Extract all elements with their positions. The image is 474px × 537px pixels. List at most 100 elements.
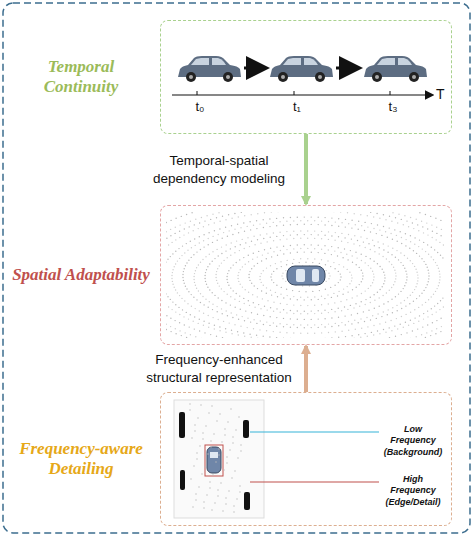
point bbox=[397, 222, 398, 223]
point bbox=[428, 270, 429, 271]
point bbox=[427, 244, 428, 245]
point bbox=[253, 328, 254, 329]
point bbox=[355, 252, 356, 253]
point bbox=[227, 236, 228, 237]
point bbox=[356, 287, 357, 288]
point bbox=[314, 313, 315, 314]
point bbox=[338, 282, 339, 283]
point bbox=[270, 316, 271, 317]
point bbox=[290, 318, 291, 319]
point bbox=[431, 330, 432, 331]
point bbox=[328, 273, 329, 274]
point bbox=[254, 307, 255, 308]
flow-arrow bbox=[304, 134, 308, 204]
point bbox=[292, 290, 293, 291]
point bbox=[226, 276, 227, 277]
point bbox=[351, 274, 352, 275]
point bbox=[199, 319, 200, 320]
point bbox=[392, 212, 393, 213]
point bbox=[188, 232, 189, 233]
point bbox=[179, 231, 180, 232]
point bbox=[238, 334, 239, 335]
point bbox=[166, 231, 167, 232]
point bbox=[261, 273, 262, 274]
point bbox=[198, 290, 199, 291]
point bbox=[363, 241, 364, 242]
point bbox=[331, 309, 332, 310]
point bbox=[393, 284, 394, 285]
point bbox=[259, 329, 260, 330]
point bbox=[307, 258, 308, 259]
point bbox=[374, 245, 375, 246]
point bbox=[238, 216, 239, 217]
point bbox=[263, 227, 264, 228]
point bbox=[361, 328, 362, 329]
point bbox=[206, 494, 207, 495]
ego-car-top bbox=[287, 266, 325, 285]
point bbox=[391, 287, 392, 288]
point bbox=[330, 266, 331, 267]
point bbox=[229, 449, 230, 450]
point bbox=[206, 284, 207, 285]
point bbox=[352, 255, 353, 256]
point bbox=[395, 272, 396, 273]
point bbox=[244, 215, 245, 216]
point bbox=[309, 285, 310, 286]
point bbox=[324, 245, 325, 246]
point bbox=[328, 278, 329, 279]
point bbox=[212, 261, 213, 262]
leader-line bbox=[250, 481, 379, 482]
point bbox=[410, 320, 411, 321]
point bbox=[208, 307, 209, 308]
point bbox=[428, 281, 429, 282]
point bbox=[286, 231, 287, 232]
point bbox=[321, 249, 322, 250]
point bbox=[293, 231, 294, 232]
point bbox=[276, 337, 277, 338]
point bbox=[338, 226, 339, 227]
point bbox=[372, 240, 373, 241]
point bbox=[293, 332, 294, 333]
point bbox=[368, 243, 369, 244]
point bbox=[425, 251, 426, 252]
point bbox=[267, 253, 268, 254]
point bbox=[211, 509, 212, 510]
point bbox=[340, 276, 341, 277]
point bbox=[304, 327, 305, 328]
point bbox=[281, 275, 282, 276]
point bbox=[200, 293, 201, 294]
point bbox=[414, 317, 415, 318]
point bbox=[400, 252, 401, 253]
point bbox=[325, 264, 326, 265]
point bbox=[422, 226, 423, 227]
point bbox=[166, 222, 167, 223]
point bbox=[389, 337, 390, 338]
point bbox=[341, 322, 342, 323]
point bbox=[397, 241, 398, 242]
point bbox=[290, 298, 291, 299]
point bbox=[226, 456, 227, 457]
point bbox=[216, 420, 217, 421]
point bbox=[364, 321, 365, 322]
point bbox=[404, 215, 405, 216]
point bbox=[283, 225, 284, 226]
point bbox=[181, 255, 182, 256]
point bbox=[241, 212, 242, 213]
point bbox=[293, 304, 294, 305]
point bbox=[218, 234, 219, 235]
point bbox=[194, 328, 195, 329]
point bbox=[179, 314, 180, 315]
point bbox=[276, 218, 277, 219]
point bbox=[311, 234, 312, 235]
point bbox=[382, 256, 383, 257]
point bbox=[263, 270, 264, 271]
point bbox=[360, 236, 361, 237]
point bbox=[385, 322, 386, 323]
point bbox=[228, 285, 229, 286]
point bbox=[195, 285, 196, 286]
point bbox=[394, 325, 395, 326]
point bbox=[276, 285, 277, 286]
point bbox=[201, 217, 202, 218]
point bbox=[326, 270, 327, 271]
point bbox=[439, 271, 440, 272]
